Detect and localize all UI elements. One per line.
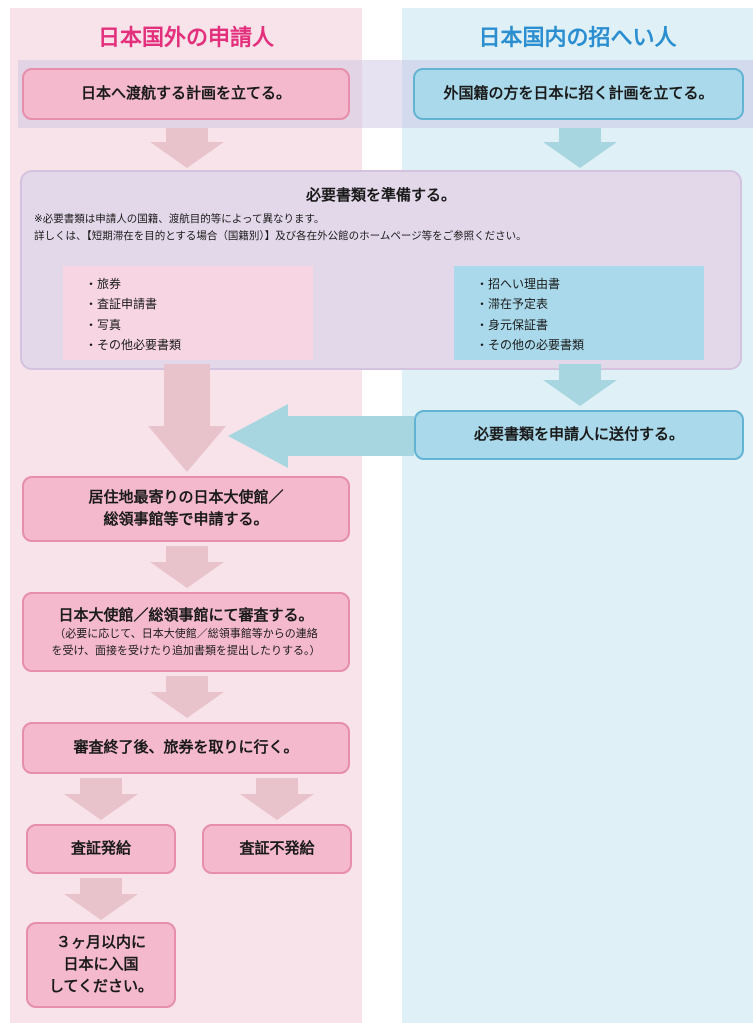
arrow-down-icon [150,128,224,168]
arrow-down-icon [64,878,138,920]
prepare-note-1: ※必要書類は申請人の国籍、渡航目的等によって異なります。 [34,213,325,225]
plan-left-text: 日本へ渡航する計画を立てる。 [80,84,291,103]
arrow-down-icon [64,778,138,820]
plan-right-text: 外国籍の方を日本に招く計画を立てる。 [443,84,714,103]
arrow-down-icon [543,128,617,168]
inviter-documents-list: ・招へい理由書 ・滞在予定表 ・身元保証書 ・その他の必要書類 [454,266,704,360]
enter-text-1: ３ヶ月以内に [55,933,146,952]
applicant-documents-list: ・旅券 ・査証申請書 ・写真 ・その他必要書類 [63,266,313,360]
arrow-down-icon [150,546,224,588]
apply-box: 居住地最寄りの日本大使館／ 総領事館等で申請する。 [22,476,350,542]
arrow-left-icon [228,404,414,468]
review-note-2: を受け、面接を受けたり追加書類を提出したりする。） [51,643,321,657]
prepare-note-2: 詳しくは、【短期滞在を目的とする場合（国籍別）】及び各在外公館のホームページ等を… [34,229,527,242]
enter-text-2: 日本に入国 [63,955,139,974]
list-item: ・旅券 [85,277,122,291]
prepare-documents-box: 必要書類を準備する。 ※必要書類は申請人の国籍、渡航目的等によって異なります。 … [20,170,742,370]
arrow-down-icon [240,778,314,820]
review-note-1: （必要に応じて、日本大使館／総領事館等からの連絡 [54,627,318,641]
pickup-box: 審査終了後、旅券を取りに行く。 [22,722,350,774]
arrow-down-icon [543,364,617,406]
arrow-down-icon [150,676,224,718]
list-item: ・その他の必要書類 [476,338,585,353]
send-text: 必要書類を申請人に送付する。 [473,425,684,444]
list-item: ・査証申請書 [85,297,158,312]
visa-issued-text: 査証発給 [70,839,131,858]
review-title: 日本大使館／総領事館にて審査する。 [58,605,314,624]
review-box: 日本大使館／総領事館にて審査する。 （必要に応じて、日本大使館／総領事館等からの… [22,592,350,672]
left-column-title: 日本国外の申請人 [97,26,274,51]
visa-not-issued-text: 査証不発給 [239,839,315,858]
plan-right-box: 外国籍の方を日本に招く計画を立てる。 [413,68,744,120]
plan-left-box: 日本へ渡航する計画を立てる。 [22,68,350,120]
prepare-title: 必要書類を準備する。 [305,186,456,204]
enter-japan-box: ３ヶ月以内に 日本に入国 してください。 [26,922,176,1008]
list-item: ・身元保証書 [476,317,549,332]
pickup-text: 審査終了後、旅券を取りに行く。 [73,738,299,757]
enter-text-3: してください。 [48,976,154,995]
list-item: ・招へい理由書 [476,277,561,291]
visa-issued-box: 査証発給 [26,824,176,874]
arrow-down-icon [148,364,226,472]
list-item: ・写真 [85,317,122,332]
apply-text-2: 総領事館等で申請する。 [103,510,269,528]
send-documents-box: 必要書類を申請人に送付する。 [414,410,744,460]
list-item: ・その他必要書類 [85,338,182,353]
visa-not-issued-box: 査証不発給 [202,824,352,874]
apply-text-1: 居住地最寄りの日本大使館／ [88,488,284,507]
list-item: ・滞在予定表 [476,297,549,312]
right-column-title: 日本国内の招へい人 [478,26,677,51]
